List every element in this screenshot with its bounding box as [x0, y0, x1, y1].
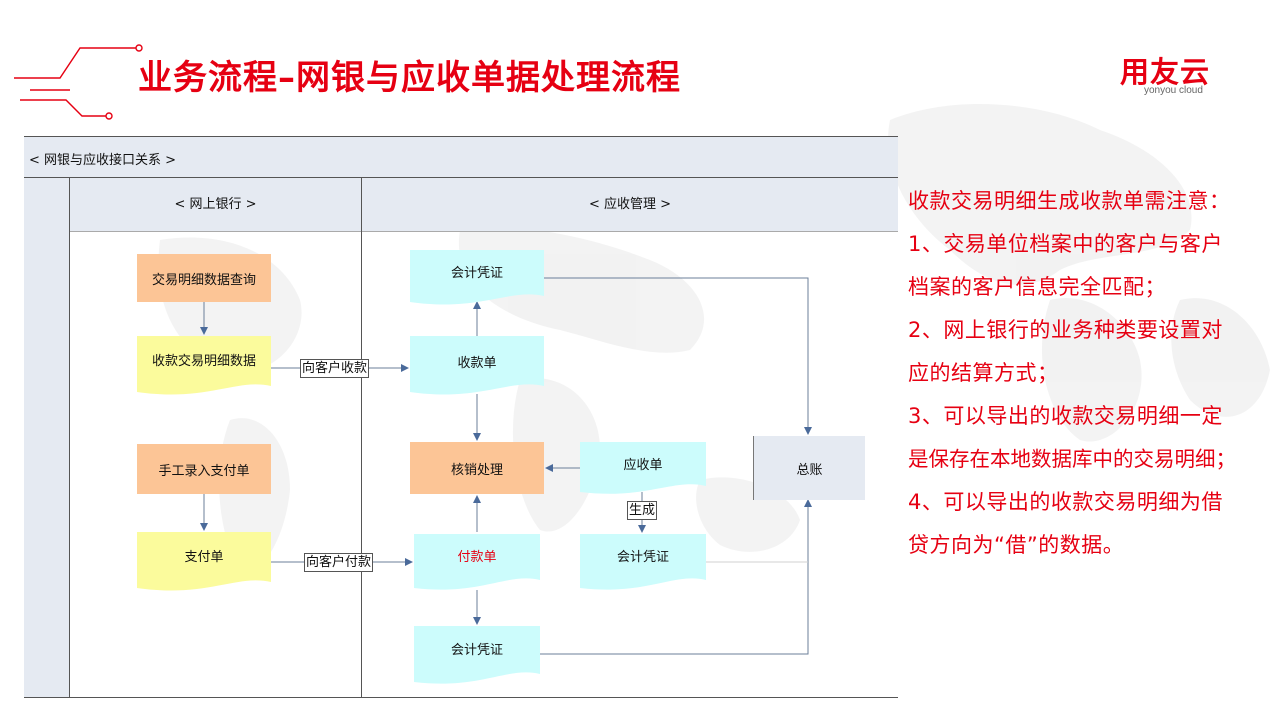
connectors: [200, 277, 812, 655]
lane-left-strip: [24, 178, 70, 698]
node-manual-entry-label: 手工录入支付单: [158, 463, 250, 479]
node-voucher-mid-label: 会计凭证: [616, 549, 669, 565]
node-receipt-bill-label: 收款单: [457, 355, 497, 371]
note-line: 档案的客户信息完全匹配；: [908, 275, 1166, 299]
node-writeoff[interactable]: 核销处理: [410, 442, 544, 494]
node-transaction-query-label: 交易明细数据查询: [151, 272, 256, 288]
node-receivable[interactable]: 应收单: [580, 442, 706, 496]
edge-label-collect: 向客户收款: [300, 359, 370, 378]
node-voucher-mid[interactable]: 会计凭证: [580, 534, 706, 592]
section-title: < 网银与应收接口关系 >: [29, 153, 177, 168]
brand-logo: 用友云 yonyou cloud: [1120, 56, 1220, 96]
title-decoration: [14, 44, 143, 120]
lane-header-online-bank: < 网上银行 >: [70, 178, 361, 232]
logo-tagline: yonyou cloud: [1144, 85, 1203, 96]
edge-label-generate: 生成: [627, 501, 658, 520]
lane-divider: [361, 178, 362, 698]
node-manual-entry[interactable]: 手工录入支付单: [137, 444, 271, 494]
node-general-ledger[interactable]: 总账: [753, 436, 865, 500]
node-payment-bill-label: 付款单: [457, 549, 497, 565]
lane-bottom-border: [24, 697, 898, 698]
node-receipt-bill[interactable]: 收款单: [410, 336, 544, 398]
node-payment-bill[interactable]: 付款单: [414, 534, 540, 592]
note-line: 是保存在本地数据库中的交易明细；: [908, 447, 1236, 471]
logo-name: 用友云: [1120, 55, 1211, 89]
node-general-ledger-label: 总账: [796, 462, 823, 478]
node-payment-order-label: 支付单: [184, 549, 224, 565]
section-header: < 网银与应收接口关系 >: [24, 136, 898, 178]
slide-title: 业务流程–网银与应收单据处理流程: [138, 58, 681, 98]
flow-diagram: < 网银与应收接口关系 > < 网上银行 > < 应收管理 > 向客: [24, 136, 898, 698]
node-writeoff-label: 核销处理: [450, 462, 503, 478]
note-line: 2、网上银行的业务种类要设置对: [908, 318, 1223, 342]
node-receipt-detail-label: 收款交易明细数据: [151, 353, 256, 369]
node-voucher-top[interactable]: 会计凭证: [410, 250, 544, 308]
node-transaction-query[interactable]: 交易明细数据查询: [137, 254, 271, 302]
node-voucher-top-label: 会计凭证: [450, 265, 503, 281]
node-receivable-label: 应收单: [623, 457, 663, 473]
note-line: 收款交易明细生成收款单需注意：: [908, 189, 1231, 213]
note-line: 3、可以导出的收款交易明细一定: [908, 404, 1223, 428]
notes-panel: 收款交易明细生成收款单需注意： 1、交易单位档案中的客户与客户 档案的客户信息完…: [908, 180, 1280, 567]
note-line: 4、可以导出的收款交易明细为借: [908, 490, 1223, 514]
edge-label-pay: 向客户付款: [304, 553, 374, 572]
node-payment-order[interactable]: 支付单: [137, 532, 271, 594]
note-line: 贷方向为“借”的数据。: [908, 533, 1125, 557]
node-voucher-bottom-label: 会计凭证: [450, 642, 503, 658]
lane-header-receivables: < 应收管理 >: [362, 178, 898, 232]
note-line: 1、交易单位档案中的客户与客户: [908, 232, 1223, 256]
note-line: 应的结算方式；: [908, 361, 1059, 385]
node-voucher-bottom[interactable]: 会计凭证: [414, 626, 540, 686]
node-receipt-detail-data[interactable]: 收款交易明细数据: [137, 336, 271, 398]
